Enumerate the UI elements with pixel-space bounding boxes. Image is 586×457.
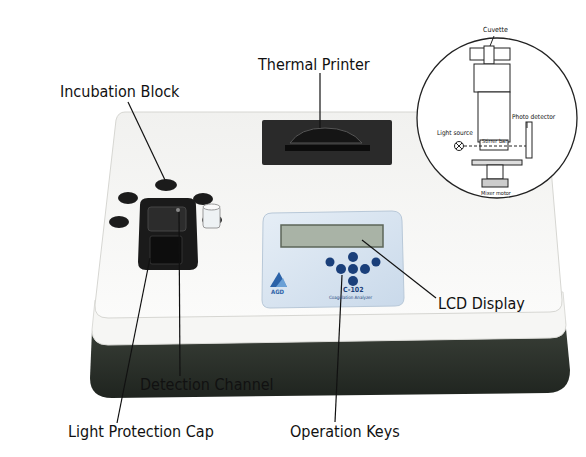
cuvette-neck bbox=[484, 46, 494, 64]
light-source-symbol bbox=[455, 142, 464, 151]
photo-detector-shape bbox=[526, 122, 532, 158]
inset-circle bbox=[417, 38, 577, 198]
incubation-hole bbox=[155, 179, 177, 191]
inset-label: Stirrer bar bbox=[482, 139, 507, 145]
part-label: Thermal Printer bbox=[258, 57, 370, 73]
incubation-hole bbox=[109, 216, 129, 228]
cuvette-body bbox=[474, 64, 510, 92]
operation-key bbox=[348, 252, 358, 262]
printer-lid bbox=[290, 128, 362, 143]
inset-leader bbox=[490, 36, 494, 46]
leader-line bbox=[319, 73, 320, 128]
operation-key bbox=[348, 264, 358, 274]
leader-line bbox=[128, 102, 165, 180]
part-label: Operation Keys bbox=[290, 424, 400, 440]
control-panel bbox=[262, 211, 404, 308]
channel-pin bbox=[176, 208, 180, 212]
motor-foot bbox=[482, 179, 508, 187]
operation-key bbox=[360, 264, 370, 274]
operation-key bbox=[326, 258, 335, 267]
incubation-hole bbox=[193, 193, 213, 205]
printer-housing bbox=[262, 120, 392, 165]
logo-text: AGD bbox=[271, 289, 284, 295]
inset-leader bbox=[527, 122, 528, 128]
part-label: Detection Channel bbox=[140, 377, 274, 393]
model-text: C-102 bbox=[343, 287, 364, 294]
part-label: LCD Display bbox=[438, 296, 525, 312]
incubation-hole bbox=[118, 192, 138, 204]
light-source-cross bbox=[456, 143, 462, 149]
light-protection-cap bbox=[148, 207, 186, 231]
inset-label: Cuvette bbox=[483, 27, 508, 34]
inset-label: Photo detector bbox=[512, 114, 555, 121]
leader-line bbox=[362, 240, 436, 298]
operation-key bbox=[348, 276, 358, 286]
stirrer-bar-shape bbox=[480, 140, 508, 150]
mixer-motor-shape bbox=[487, 165, 503, 179]
logo-triangle bbox=[270, 272, 287, 287]
printer-slot bbox=[285, 145, 370, 151]
detection-channel bbox=[138, 198, 198, 270]
inset-label: Light source bbox=[437, 130, 473, 137]
channel-opening bbox=[150, 236, 182, 264]
light-path bbox=[464, 146, 526, 147]
leader-line bbox=[179, 212, 180, 376]
cuvette-lower bbox=[478, 92, 510, 142]
part-label: Light Protection Cap bbox=[68, 424, 214, 440]
lcd-screen bbox=[281, 225, 383, 247]
part-label: Incubation Block bbox=[60, 84, 179, 100]
operation-key bbox=[336, 264, 346, 274]
operation-key bbox=[372, 258, 381, 267]
motor-plate bbox=[472, 160, 522, 165]
model-subtitle: Coagulation Analyzer bbox=[329, 296, 372, 301]
light-source-cross bbox=[456, 143, 462, 149]
leader-line bbox=[117, 258, 150, 423]
inset-label: Mixer motor bbox=[481, 191, 511, 197]
logo-triangle bbox=[276, 278, 287, 287]
cuvette-rim bbox=[203, 204, 220, 210]
device-top bbox=[95, 112, 562, 318]
